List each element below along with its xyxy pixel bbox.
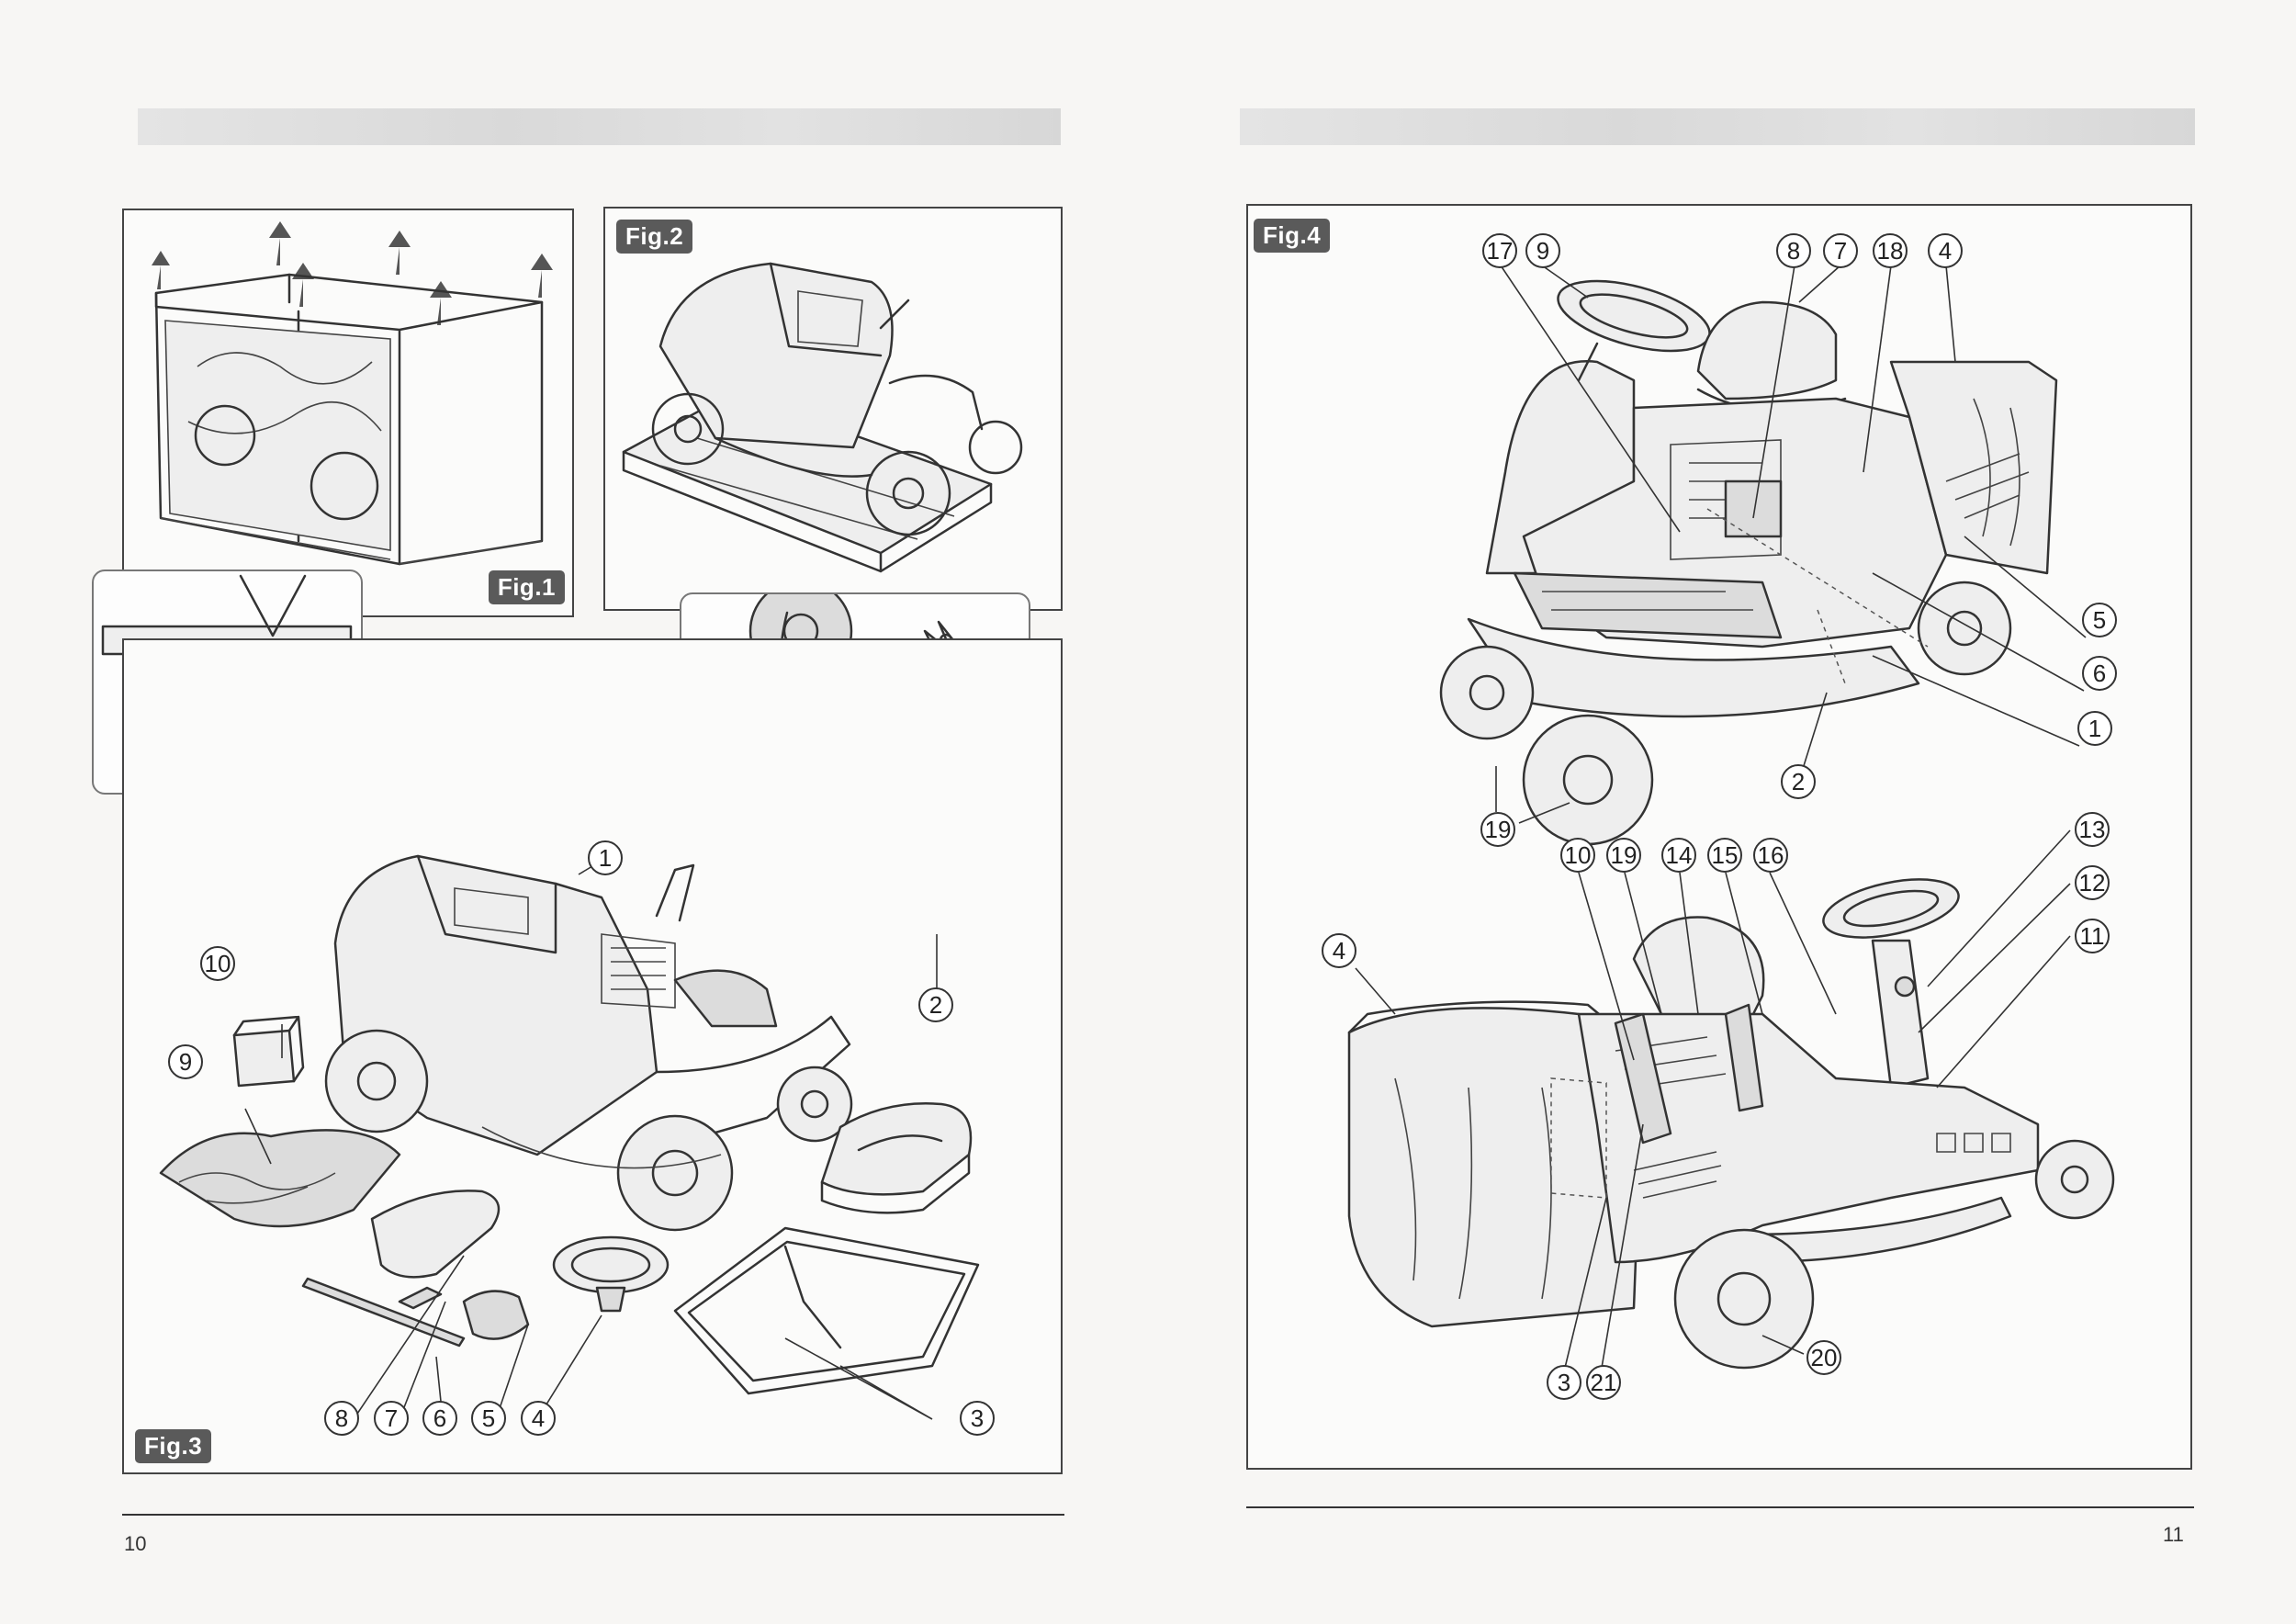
fig3-callout-7: 7 (374, 1401, 409, 1436)
fig3-callout-6: 6 (422, 1401, 457, 1436)
fig4-bottom-callout-13: 13 (2075, 812, 2110, 847)
fig4-bottom-callout-14: 14 (1661, 838, 1696, 873)
fig3-callout-2: 2 (918, 987, 953, 1022)
fig4-top-callout-5: 5 (2082, 603, 2117, 637)
left-page-number: 10 (124, 1532, 147, 1555)
fig4-label: Fig.4 (1254, 219, 1331, 253)
fig4-top-callout-17: 17 (1482, 233, 1517, 268)
fig4-bottom-callout-3: 3 (1547, 1365, 1581, 1400)
fig3-callout-10: 10 (200, 946, 235, 981)
fig4-bottom-callout-21: 21 (1586, 1365, 1621, 1400)
crate-illustration (152, 221, 553, 566)
fig2-frame: Fig.2 (603, 207, 1063, 611)
fig4-frame: Fig.4 (1246, 204, 2192, 1470)
fig3-callout-1: 1 (588, 840, 623, 875)
fig4-bottom-callout-16: 16 (1753, 838, 1788, 873)
fig3-callout-4: 4 (521, 1401, 556, 1436)
fig4-top-callout-9: 9 (1525, 233, 1560, 268)
fig4-top-callout-1: 1 (2077, 711, 2112, 746)
fig4-top-callout-7: 7 (1823, 233, 1858, 268)
fig3-callout-3: 3 (960, 1401, 995, 1436)
fig4-bottom-callout-4: 4 (1322, 933, 1356, 968)
right-page: Fig.4 (1148, 0, 2296, 1624)
fig1-label: Fig.1 (488, 570, 565, 604)
left-page: Fig.1 Fig.2 (92, 108, 1064, 1555)
fig4-top-callout-2: 2 (1781, 764, 1816, 799)
fig1-frame: Fig.1 (122, 209, 574, 617)
fig4-top-callout-18: 18 (1873, 233, 1908, 268)
lift-arrows (152, 221, 553, 325)
fig3-callout-5: 5 (471, 1401, 506, 1436)
right-footer-rule (1246, 1506, 2194, 1508)
fig4-leader-lines (1355, 265, 2087, 1369)
tractor-on-pallet-illustration (622, 262, 1023, 573)
fig3-label: Fig.3 (135, 1429, 212, 1463)
fig4-bottom-callout-11: 11 (2075, 919, 2110, 953)
fig3-callout-9: 9 (168, 1044, 203, 1079)
left-footer-rule (122, 1514, 1064, 1516)
fig3-leader-lines (244, 860, 938, 1420)
parts-illustration (159, 854, 980, 1395)
fig3-callout-8: 8 (324, 1401, 359, 1436)
right-page-number: 11 (2163, 1523, 2184, 1546)
fig4-bottom-callout-12: 12 (2075, 865, 2110, 900)
left-header-bar (138, 108, 1061, 145)
fig3-frame: 1 2 3 4 5 6 7 8 9 10 Fig.3 (122, 638, 1063, 1474)
fig4-top-callout-6: 6 (2082, 656, 2117, 691)
fig4-top-callout-4: 4 (1928, 233, 1963, 268)
fig4-bottom-callout-19: 19 (1606, 838, 1641, 873)
tractor-rear-view-illustration (1347, 878, 2115, 1370)
fig4-bottom-callout-20: 20 (1806, 1340, 1841, 1375)
fig2-label: Fig.2 (616, 220, 693, 254)
tractor-front-view-illustration (1439, 279, 2058, 846)
right-header-bar (1240, 108, 2195, 145)
fig4-top-callout-19: 19 (1480, 812, 1515, 847)
fig4-top-callout-8: 8 (1776, 233, 1811, 268)
fig4-bottom-callout-10: 10 (1560, 838, 1595, 873)
fig4-bottom-callout-15: 15 (1707, 838, 1742, 873)
